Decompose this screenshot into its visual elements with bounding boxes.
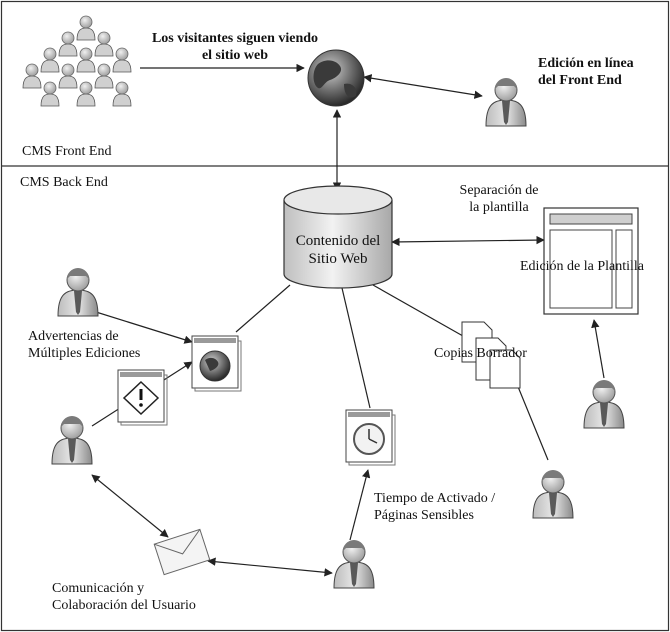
globe-icon — [307, 49, 365, 107]
content-label: Contenido del Sitio Web — [284, 232, 392, 268]
inline-edit-label-line2: del Front End — [538, 73, 622, 88]
globe-inline-edit-arrow — [363, 74, 483, 99]
document-globe-icon — [191, 335, 242, 392]
content-template-arrow — [391, 235, 545, 247]
inline-edit-label: Edición en línea del Front End — [538, 55, 634, 89]
communication-label-line2: Colaboración del Usuario — [52, 598, 196, 613]
content-label-line2: Sitio Web — [308, 251, 368, 267]
back-end-section-label: CMS Back End — [20, 175, 108, 190]
database-icon — [283, 185, 393, 289]
template-separation-label-line1: Separación de — [459, 183, 539, 198]
user-group-icon — [22, 15, 132, 107]
visitors-label: Los visitantes siguen viendo el sitio we… — [140, 30, 330, 64]
person-icon — [57, 267, 99, 317]
warnings-label: Advertencias de Múltiples Ediciones — [28, 328, 140, 362]
drafts-label: Copias Borrador — [434, 346, 527, 361]
content-drafts-line — [372, 284, 471, 341]
content-docglobe-line — [235, 284, 291, 333]
person-icon — [485, 77, 527, 127]
person-icon — [532, 469, 574, 519]
user-template-arrow — [591, 319, 605, 379]
template-layout-icon — [543, 207, 639, 315]
timing-label: Tiempo de Activado / Páginas Sensibles — [374, 490, 495, 524]
warnings-label-line1: Advertencias de — [28, 329, 119, 344]
envelope-icon — [153, 528, 211, 576]
content-label-line1: Contenido del — [295, 233, 381, 249]
timing-label-line1: Tiempo de Activado / — [374, 491, 496, 506]
person-icon — [333, 539, 375, 589]
communication-label: Comunicación y Colaboración del Usuario — [52, 580, 196, 614]
template-edit-label: Edición de la Plantilla — [520, 259, 645, 274]
user-envelope-arrow — [91, 474, 169, 538]
draft-copies-icon — [461, 321, 521, 389]
warnings-label-line2: Múltiples Ediciones — [28, 346, 141, 361]
template-separation-label: Separación de la plantilla — [452, 182, 546, 216]
front-end-section-label: CMS Front End — [22, 144, 112, 159]
communication-label-line1: Comunicación y — [52, 581, 145, 596]
inline-edit-label-line1: Edición en línea — [538, 56, 634, 71]
content-clock-line — [341, 287, 371, 409]
warning-user-arrow — [79, 306, 193, 344]
warning-document-icon — [117, 369, 168, 426]
template-separation-label-line2: la plantilla — [469, 200, 529, 215]
person-icon — [583, 379, 625, 429]
user-clock-arrow — [349, 469, 371, 541]
envelope-user-arrow — [207, 557, 333, 577]
visitors-label-line2: el sitio web — [201, 48, 269, 63]
timing-label-line2: Páginas Sensibles — [374, 508, 474, 523]
person-icon — [51, 415, 93, 465]
visitors-label-line1: Los visitantes siguen viendo — [151, 31, 319, 46]
clock-document-icon — [345, 409, 396, 466]
